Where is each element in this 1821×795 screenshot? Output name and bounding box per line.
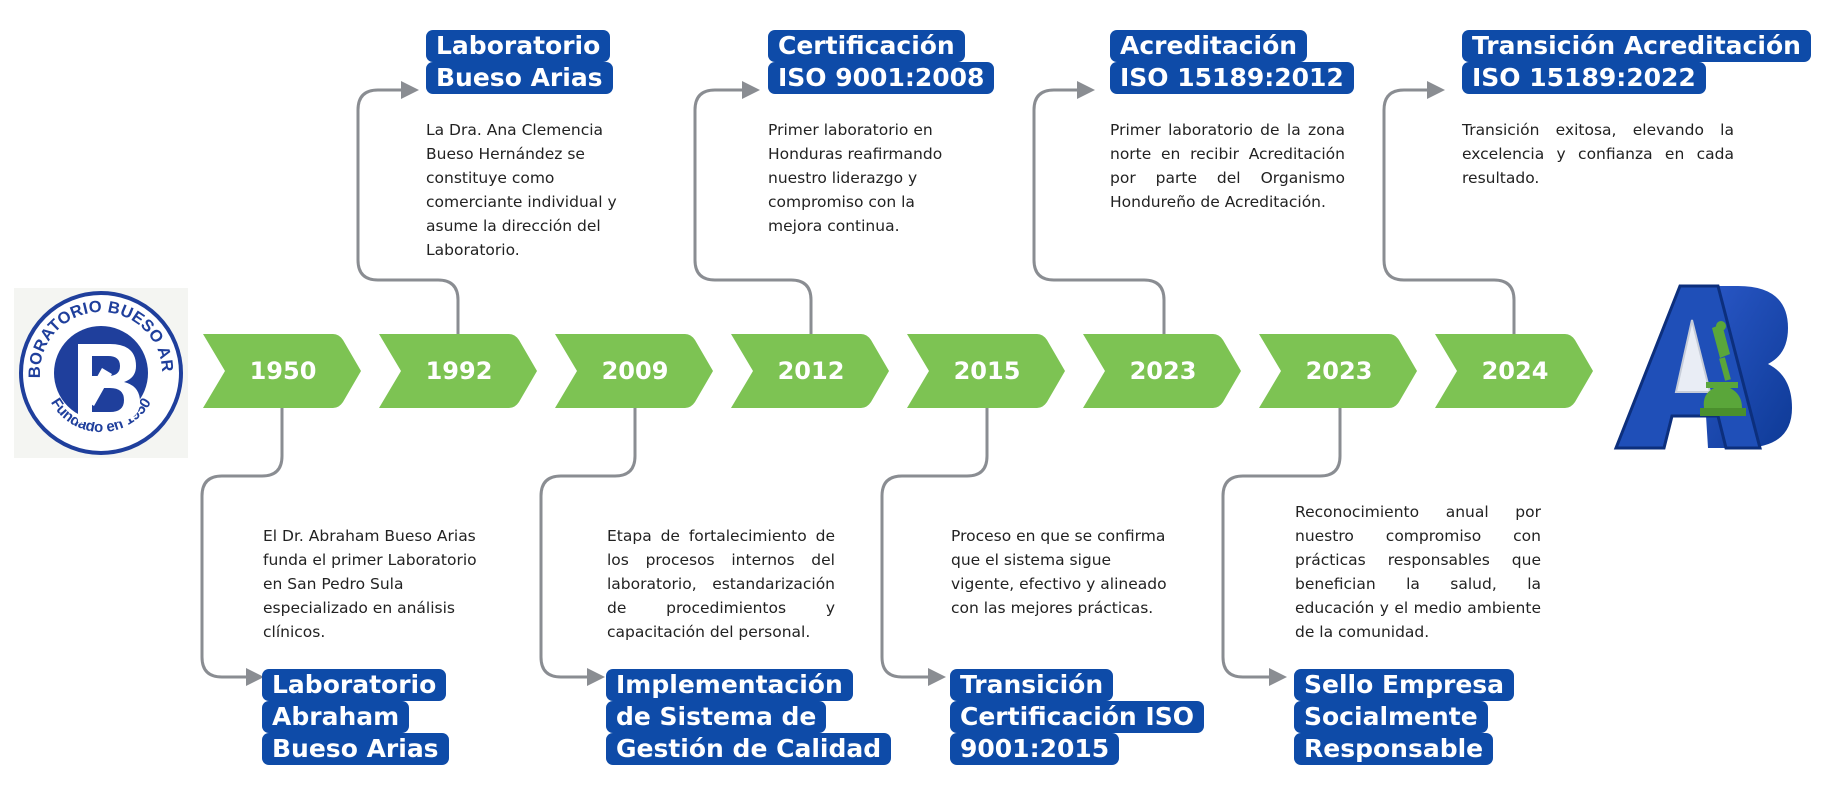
title-line: Transición	[950, 669, 1114, 701]
milestone-title-2012: Certificación ISO 9001:2008	[768, 30, 995, 94]
title-line: Transición Acreditación	[1462, 30, 1811, 62]
title-line: ISO 15189:2012	[1110, 62, 1354, 94]
milestone-description-2023-a: Primer laboratorio de la zona norte en r…	[1110, 121, 1345, 211]
connector-1992	[356, 81, 460, 336]
timeline-year: 2023	[1129, 357, 1197, 385]
milestone-title-2009: Implementación de Sistema de Gestión de …	[606, 669, 892, 765]
title-line: Socialmente	[1294, 701, 1488, 733]
timeline-chevron-1950: 1950	[203, 334, 363, 408]
timeline-chevron-2015: 2015	[907, 334, 1067, 408]
chevron-arrow-icon	[555, 334, 713, 408]
timeline-year: 2015	[953, 357, 1021, 385]
chevron-arrow-icon	[1083, 334, 1241, 408]
milestone-title-2024: Transición Acreditación ISO 15189:2022	[1462, 30, 1811, 94]
milestone-title-1950: Laboratorio Abraham Bueso Arias	[262, 669, 449, 765]
timeline-year: 2023	[1305, 357, 1373, 385]
milestone-description-2015: Proceso en que se confirma que el sistem…	[951, 527, 1167, 617]
title-line: Laboratorio	[426, 30, 611, 62]
milestone-description-2024: Transición exitosa, elevando la excelenc…	[1462, 121, 1734, 187]
connector-2024	[1382, 81, 1516, 336]
title-line: Laboratorio	[262, 669, 447, 701]
timeline-year: 2024	[1481, 357, 1549, 385]
title-line: Gestión de Calidad	[606, 733, 892, 765]
title-line: Certificación	[768, 30, 965, 62]
timeline-chevron-2012: 2012	[731, 334, 891, 408]
title-line: Acreditación	[1110, 30, 1308, 62]
title-line: Implementación	[606, 669, 853, 701]
timeline-chevron-2024: 2024	[1435, 334, 1595, 408]
title-line: ISO 9001:2008	[768, 62, 995, 94]
chevron-arrow-icon	[907, 334, 1065, 408]
milestone-description-1950: El Dr. Abraham Bueso Arias funda el prim…	[263, 527, 477, 641]
title-line: 9001:2015	[950, 733, 1120, 765]
connector-2009	[539, 406, 637, 686]
timeline-year: 1950	[249, 357, 317, 385]
timeline-year: 2009	[601, 357, 669, 385]
chevron-arrow-icon	[379, 334, 537, 408]
title-line: de Sistema de	[606, 701, 827, 733]
milestone-title-2023-a: Acreditación ISO 15189:2012	[1110, 30, 1354, 94]
connector-2023-b	[1221, 406, 1342, 686]
timeline-chevron-1992: 1992	[379, 334, 539, 408]
title-line: Sello Empresa	[1294, 669, 1515, 701]
milestone-title-2015: Transición Certificación ISO 9001:2015	[950, 669, 1204, 765]
milestone-title-2023-b: Sello Empresa Socialmente Responsable	[1294, 669, 1515, 765]
connector-2015	[880, 406, 989, 686]
connector-2012	[693, 81, 813, 336]
milestone-description-2023-b: Reconocimiento anual por nuestro comprom…	[1295, 503, 1541, 641]
laboratorio-bueso-arias-seal-logo: LABORATORIO BUESO ARIAS Fundado en 1950	[8, 274, 188, 458]
chevron-arrow-icon	[203, 334, 361, 408]
milestone-description-1992: La Dra. Ana Clemencia Bueso Hernández se…	[426, 121, 617, 259]
chevron-arrow-icon	[1259, 334, 1417, 408]
timeline-chevron-2023-b: 2023	[1259, 334, 1419, 408]
timeline-chevron-2009: 2009	[555, 334, 715, 408]
chevron-arrow-icon	[731, 334, 889, 408]
title-line: Abraham	[262, 701, 410, 733]
connector-2023-a	[1032, 81, 1166, 336]
title-line: Bueso Arias	[426, 62, 613, 94]
timeline-chevron-2023-a: 2023	[1083, 334, 1243, 408]
milestone-description-2012: Primer laboratorio en Honduras reafirman…	[768, 121, 943, 235]
chevron-arrow-icon	[1435, 334, 1593, 408]
timeline-year: 1992	[425, 357, 493, 385]
title-line: Certificación ISO	[950, 701, 1204, 733]
title-line: ISO 15189:2022	[1462, 62, 1706, 94]
milestone-description-2009: Etapa de fortalecimiento de los procesos…	[607, 527, 835, 641]
timeline-year: 2012	[777, 357, 845, 385]
connector-1950	[200, 406, 284, 686]
title-line: Bueso Arias	[262, 733, 449, 765]
title-line: Responsable	[1294, 733, 1494, 765]
milestone-title-1992: Laboratorio Bueso Arias	[426, 30, 613, 94]
ab-microscope-logo	[1610, 284, 1795, 454]
